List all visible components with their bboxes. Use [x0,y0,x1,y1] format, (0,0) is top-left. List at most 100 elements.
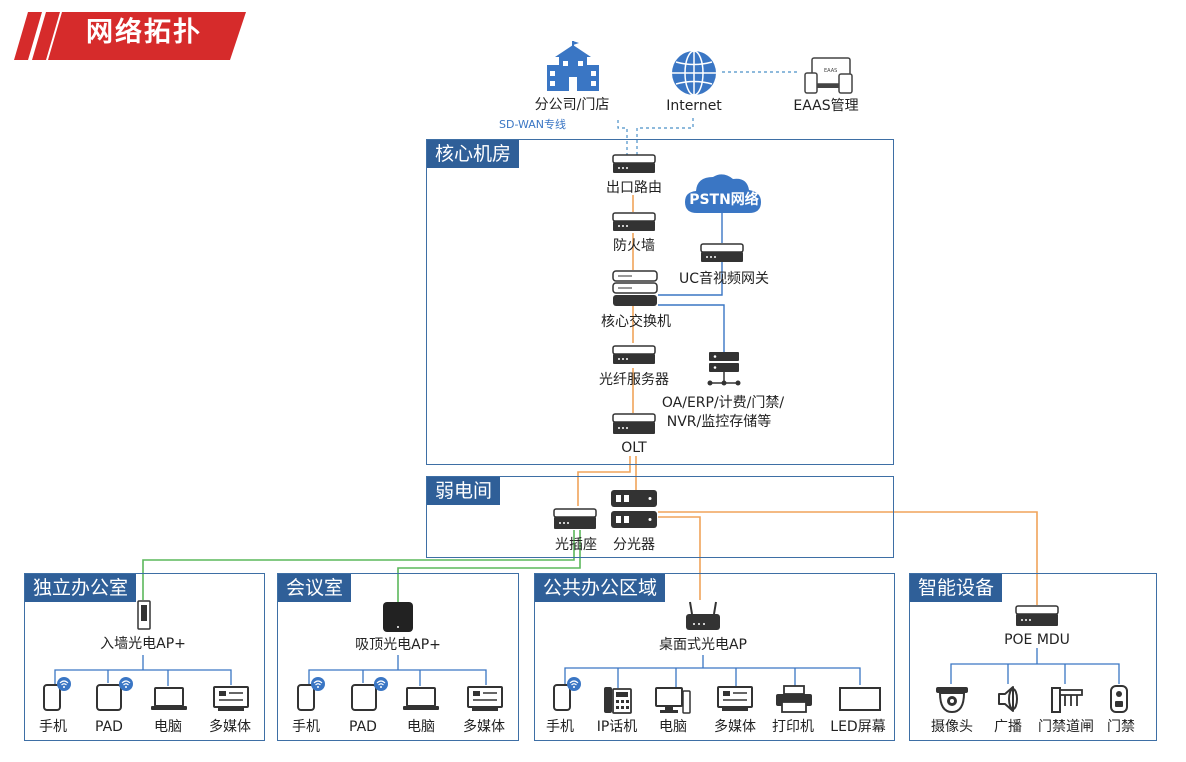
internet-dashed-link [636,118,694,155]
poe-mdu-icon [1015,605,1059,626]
router-icon [612,154,656,173]
smart-device-label: 摄像头 [931,719,973,735]
pstn-label: PSTN网络 [689,192,759,208]
office-device-bus [54,655,232,686]
office-pad-icon [96,677,133,711]
header-banner [14,12,246,60]
meeting-device-bus [308,655,487,686]
core-room-box: 核心机房 [426,139,894,465]
building-icon [547,41,599,91]
access-control-icon [1110,685,1128,713]
public-device-label: 打印机 [772,719,814,735]
switch-servers-link [658,304,725,352]
socket-icon [553,508,597,529]
olt-icon [612,413,656,434]
public-device-label: LED屏幕 [830,719,886,735]
branch-label: 分公司/门店 [534,97,610,113]
public-title: 公共办公区域 [535,574,666,602]
core-switch-label: 核心交换机 [601,314,671,330]
socket-label: 光插座 [555,537,597,553]
public-multimedia-icon [717,686,753,711]
splitter-public-link [658,516,701,600]
internet-label: Internet [666,98,722,114]
socket-office-link [142,530,575,600]
office-ap-label: 入墙光电AP+ [100,636,186,652]
firewall-label: 防火墙 [613,238,655,254]
smart-box: 智能设备 [909,573,1157,741]
ip-phone-icon [604,687,632,714]
servers-label-line2: NVR/监控存储等 [666,414,772,430]
fiber-server-icon [612,345,656,364]
led-screen-icon [839,687,881,711]
meeting-device-label: 电脑 [407,719,435,735]
office-device-label: 手机 [39,719,67,735]
firewall-icon [612,212,656,231]
splitter-label: 分光器 [613,537,655,553]
office-phone-icon [43,677,71,711]
meeting-box: 会议室 [277,573,519,741]
uc-gateway-icon [700,243,744,262]
uc-gateway-label: UC音视频网关 [678,271,770,287]
ceiling-ap-icon [383,602,413,632]
public-ap-label: 桌面式光电AP [658,637,748,653]
fiber-server-label: 光纤服务器 [599,372,669,388]
weak-room-title: 弱电间 [427,477,501,505]
speaker-icon [998,686,1018,712]
page-title: 网络拓扑 [86,17,202,48]
office-laptop-icon [151,687,187,710]
meeting-ap-label: 吸顶光电AP+ [355,637,441,653]
public-device-label: IP话机 [596,719,638,735]
printer-icon [776,685,812,713]
core-switch-icon [612,270,658,306]
public-device-label: 多媒体 [714,719,756,735]
eaas-devices-icon: EAAS [804,57,853,94]
camera-icon [936,687,968,714]
server-rack-icon [707,352,741,386]
weak-room-box: 弱电间 [426,476,894,558]
socket-meeting-link [397,530,581,602]
poe-mdu-label: POE MDU [1004,632,1070,648]
servers-label-line1: OA/ERP/计费/门禁/ [661,395,785,411]
sdwan-dashed-link [617,120,628,155]
smart-title: 智能设备 [910,574,1003,602]
eaas-label: EAAS管理 [793,98,859,114]
meeting-device-label: 多媒体 [463,719,505,735]
public-box: 公共办公区域 [534,573,895,741]
office-title: 独立办公室 [25,574,137,602]
splitter-icon [611,490,657,528]
splitter-smart-link [658,511,1038,605]
office-box: 独立办公室 [24,573,265,741]
office-device-label: 电脑 [154,719,182,735]
meeting-pad-icon [351,677,388,711]
meeting-laptop-icon [403,687,439,710]
globe-icon [672,50,716,96]
public-phone-icon [553,677,581,711]
office-device-label: 多媒体 [209,719,251,735]
smart-device-label: 广播 [994,719,1022,735]
switch-uc-link [658,262,723,296]
meeting-device-label: 手机 [292,719,320,735]
meeting-device-label: PAD [349,719,377,735]
public-device-label: 手机 [546,719,574,735]
wall-ap-icon [137,600,151,630]
smart-device-bus [950,648,1120,684]
meeting-phone-icon [297,677,325,711]
desktop-ap-icon [686,601,720,630]
meeting-multimedia-icon [467,686,503,711]
core-room-title: 核心机房 [427,140,520,168]
public-desktop-icon [655,687,691,714]
router-label: 出口路由 [606,180,662,196]
public-device-bus [564,655,861,688]
office-device-label: PAD [95,719,123,735]
cloud-icon [685,174,761,213]
meeting-title: 会议室 [278,574,352,602]
sdwan-label: SD-WAN专线 [499,118,567,131]
public-device-label: 电脑 [659,719,687,735]
office-multimedia-icon [213,686,249,711]
smart-device-label: 门禁 [1107,719,1135,735]
olt-label: OLT [621,440,647,456]
gate-icon [1051,687,1083,713]
eaas-icon-text: EAAS [824,68,837,74]
smart-device-label: 门禁道闸 [1038,719,1094,735]
